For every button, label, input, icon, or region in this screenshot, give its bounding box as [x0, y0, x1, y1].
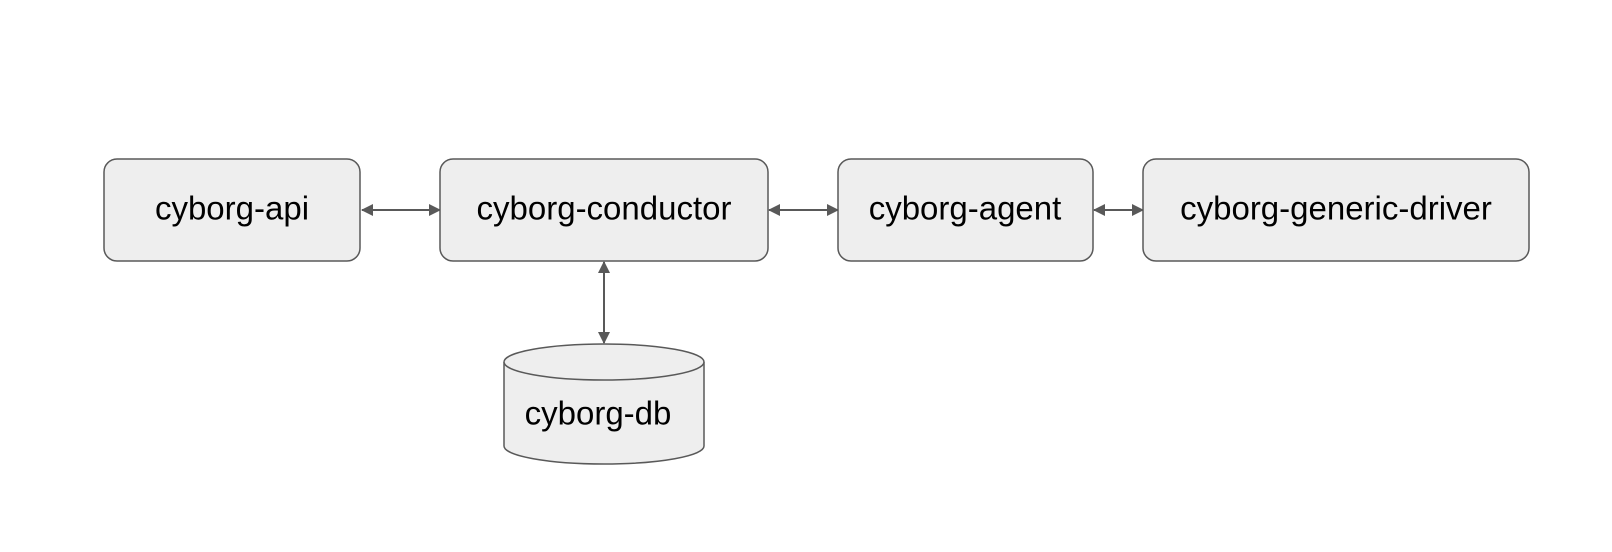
- node-cyborg-conductor-label: cyborg-conductor: [477, 190, 732, 227]
- node-cyborg-api: cyborg-api: [103, 158, 361, 262]
- database-cylinder-icon: [503, 362, 705, 465]
- node-cyborg-agent-label: cyborg-agent: [869, 190, 1062, 227]
- node-cyborg-generic-driver-label: cyborg-generic-driver: [1180, 190, 1492, 227]
- node-cyborg-generic-driver: cyborg-generic-driver: [1142, 158, 1530, 262]
- node-cyborg-db: cyborg-db: [503, 343, 705, 465]
- node-cyborg-conductor: cyborg-conductor: [439, 158, 769, 262]
- node-cyborg-agent: cyborg-agent: [837, 158, 1094, 262]
- node-cyborg-api-label: cyborg-api: [155, 190, 309, 227]
- node-cyborg-db-label: cyborg-db: [525, 395, 672, 432]
